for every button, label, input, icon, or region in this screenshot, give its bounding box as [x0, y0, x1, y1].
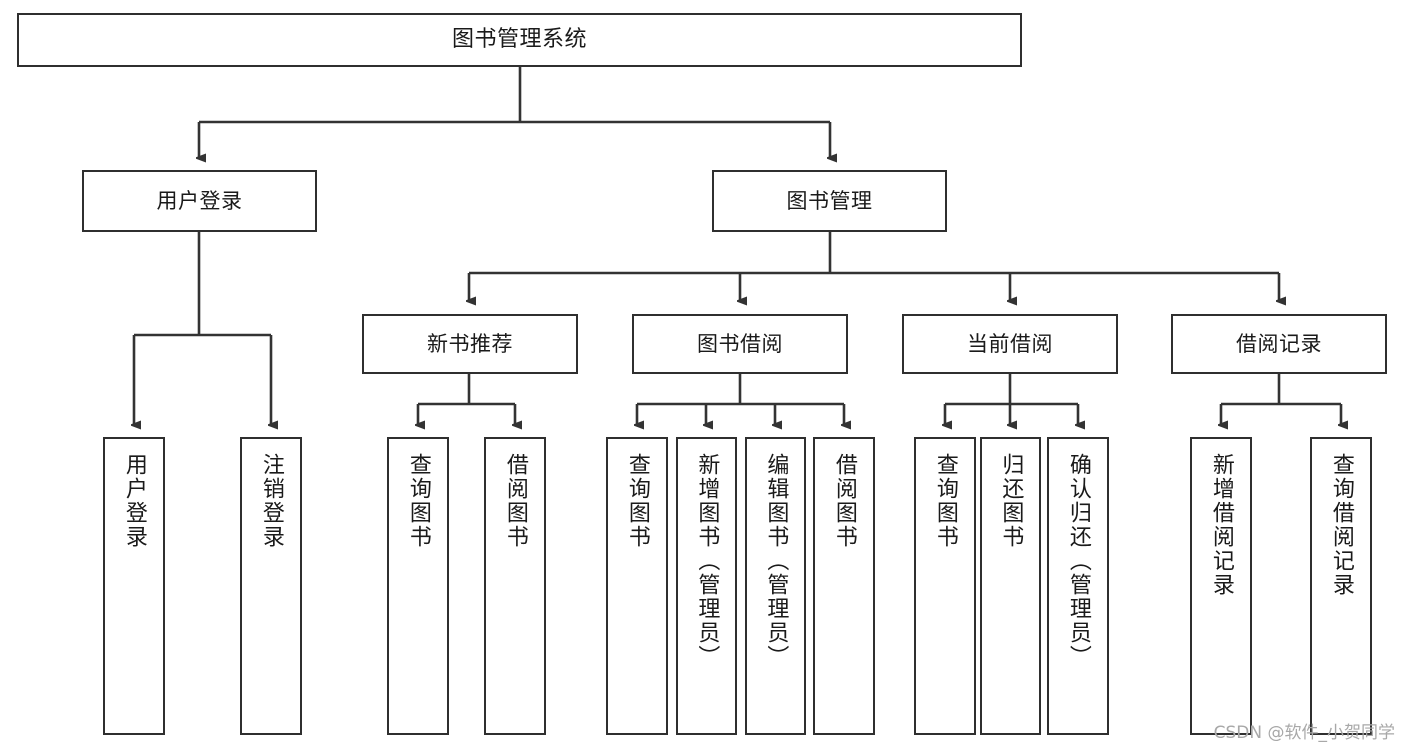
- node-label: 借阅图书: [831, 453, 857, 549]
- node-book-management[interactable]: 图书管理: [712, 170, 947, 232]
- leaf-borrow-record-query-record[interactable]: 查询借阅记录: [1310, 437, 1372, 735]
- node-label: 查询图书: [932, 453, 958, 549]
- node-new-book-recommendation[interactable]: 新书推荐: [362, 314, 578, 374]
- leaf-book-borrow-query-book[interactable]: 查询图书: [606, 437, 668, 735]
- node-borrowing-record[interactable]: 借阅记录: [1171, 314, 1387, 374]
- node-label: 新书推荐: [427, 331, 513, 356]
- node-label: 新增图书（管理员）: [694, 453, 720, 669]
- node-label: 注销登录: [258, 453, 284, 549]
- node-root-library-management-system[interactable]: 图书管理系统: [17, 13, 1022, 67]
- leaf-book-borrow-borrow-book[interactable]: 借阅图书: [813, 437, 875, 735]
- node-label: 用户登录: [121, 453, 147, 549]
- node-label: 归还图书: [998, 453, 1024, 549]
- node-label: 新增借阅记录: [1208, 453, 1234, 597]
- leaf-user-login-login[interactable]: 用户登录: [103, 437, 165, 735]
- csdn-watermark: CSDN @软件_小贺同学: [1213, 723, 1395, 743]
- node-label: 图书管理系统: [451, 27, 587, 53]
- node-label: 查询图书: [405, 453, 431, 549]
- leaf-book-borrow-add-book-admin[interactable]: 新增图书（管理员）: [676, 437, 737, 735]
- leaf-new-book-borrow-book[interactable]: 借阅图书: [484, 437, 546, 735]
- node-label: 用户登录: [156, 188, 243, 213]
- node-label: 确认归还（管理员）: [1065, 453, 1091, 669]
- node-label: 编辑图书（管理员）: [763, 453, 789, 669]
- leaf-new-book-query-book[interactable]: 查询图书: [387, 437, 449, 735]
- node-label: 当前借阅: [967, 331, 1053, 356]
- node-book-borrowing[interactable]: 图书借阅: [632, 314, 848, 374]
- leaf-borrow-record-add-record[interactable]: 新增借阅记录: [1190, 437, 1252, 735]
- leaf-current-borrow-query-book[interactable]: 查询图书: [914, 437, 976, 735]
- node-label: 图书管理: [786, 188, 873, 213]
- node-user-login[interactable]: 用户登录: [82, 170, 317, 232]
- leaf-book-borrow-edit-book-admin[interactable]: 编辑图书（管理员）: [745, 437, 806, 735]
- node-label: 借阅图书: [502, 453, 528, 549]
- node-label: 查询图书: [624, 453, 650, 549]
- node-label: 查询借阅记录: [1328, 453, 1354, 597]
- node-current-borrowing[interactable]: 当前借阅: [902, 314, 1118, 374]
- leaf-current-borrow-confirm-return-admin[interactable]: 确认归还（管理员）: [1047, 437, 1109, 735]
- leaf-user-login-logout[interactable]: 注销登录: [240, 437, 302, 735]
- leaf-current-borrow-return-book[interactable]: 归还图书: [980, 437, 1041, 735]
- node-label: 图书借阅: [697, 331, 783, 356]
- node-label: 借阅记录: [1236, 331, 1322, 356]
